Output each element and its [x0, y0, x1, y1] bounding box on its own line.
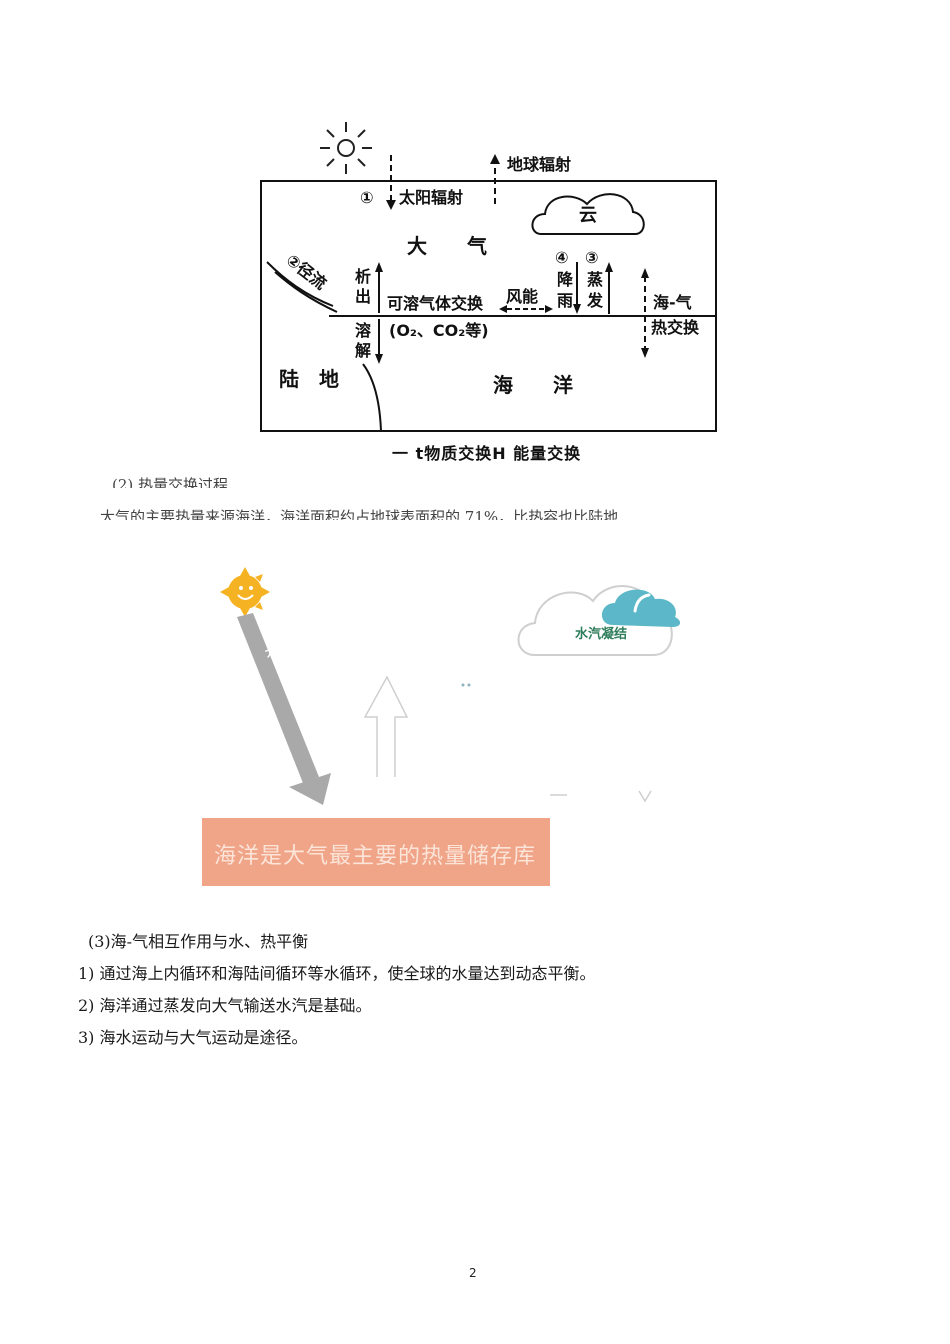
cloud-icon	[531, 193, 645, 235]
banner-text: 海洋是大气最主要的热量储存库	[214, 844, 537, 869]
solar-radiation-arrow-text: 太阳辐射	[262, 630, 309, 660]
land-label: 陆 地	[279, 367, 339, 391]
section3-item-1: 1) 通过海上内循环和海陆间循环等水循环，使全球的水量达到动态平衡。	[78, 964, 596, 983]
dissolve-arrow	[375, 319, 383, 364]
diagram-frame	[260, 180, 717, 432]
sun-icon	[320, 122, 372, 174]
evap-char-1: 蒸	[587, 270, 603, 289]
release-arrow	[375, 262, 383, 313]
heat-reservoir-banner: 海洋是大气最主要的热量储存库	[202, 818, 550, 886]
earth-radiation-arrow	[490, 154, 500, 204]
solar-radiation-arrow	[237, 613, 331, 805]
exchange-diagram: 地球辐射 云 ① 太阳辐射 大 气 ②径流 析 出 溶 解 可溶气体交换 (O₂…	[260, 122, 717, 432]
precipitation-arrow	[573, 262, 581, 314]
section3-heading: (3)海-气相互作用与水、热平衡	[88, 932, 309, 951]
runoff-river	[266, 261, 334, 307]
soluble-gas-label: 可溶气体交换	[387, 294, 484, 313]
atmosphere-label: 大 气	[407, 234, 487, 258]
section2-heading: (2) 热量交换过程	[112, 476, 229, 488]
num3-label: ③	[585, 248, 599, 267]
earth-radiation-label: 地球辐射	[507, 155, 571, 174]
cloud-label: 水汽凝结	[575, 626, 627, 642]
heat-exchange-diagram: 太阳辐射 水汽凝结	[220, 567, 681, 805]
release-char-1: 析	[355, 267, 371, 286]
dissolve-char-1: 溶	[355, 321, 371, 340]
evap-char-2: 发	[586, 291, 604, 310]
release-char-2: 出	[355, 287, 371, 306]
num1-label: ①	[360, 188, 374, 207]
heat-exchange-arrow	[641, 268, 649, 358]
diagram1-caption: 一 t物质交换H 能量交换	[392, 444, 582, 463]
wind-energy-arrow	[499, 305, 553, 313]
runoff-label: ②径流	[283, 250, 331, 293]
coastline	[362, 363, 382, 432]
wind-energy-label: 风能	[506, 287, 538, 306]
solar-radiation-label: 太阳辐射	[398, 188, 463, 207]
sea-air-label-1: 海-气	[653, 293, 692, 312]
num4-label: ④	[555, 248, 569, 267]
page-number: 2	[469, 1266, 477, 1280]
sea-air-label-2: 热交换	[651, 318, 700, 337]
precip-char-1: 降	[557, 270, 574, 289]
section3-item-2: 2) 海洋通过蒸发向大气输送水汽是基础。	[78, 996, 372, 1015]
sun-icon	[220, 567, 270, 617]
section3-item-3: 3) 海水运动与大气运动是途径。	[78, 1028, 308, 1047]
solar-radiation-arrow	[386, 155, 396, 210]
evaporation-arrow	[605, 262, 613, 314]
ocean-label: 海 洋	[493, 373, 573, 397]
section2-line: 大气的主要热量来源海洋，海洋面积约占地球表面积的 71%，比热容也比陆地	[100, 508, 619, 520]
dissolve-char-2: 解	[355, 341, 371, 360]
upward-arrow-outline	[363, 675, 409, 777]
gases-label: (O₂、CO₂等)	[389, 321, 489, 340]
cloud-label: 云	[579, 205, 597, 226]
rain-cloud-icon	[601, 589, 681, 627]
precip-char-2: 雨	[557, 291, 573, 310]
